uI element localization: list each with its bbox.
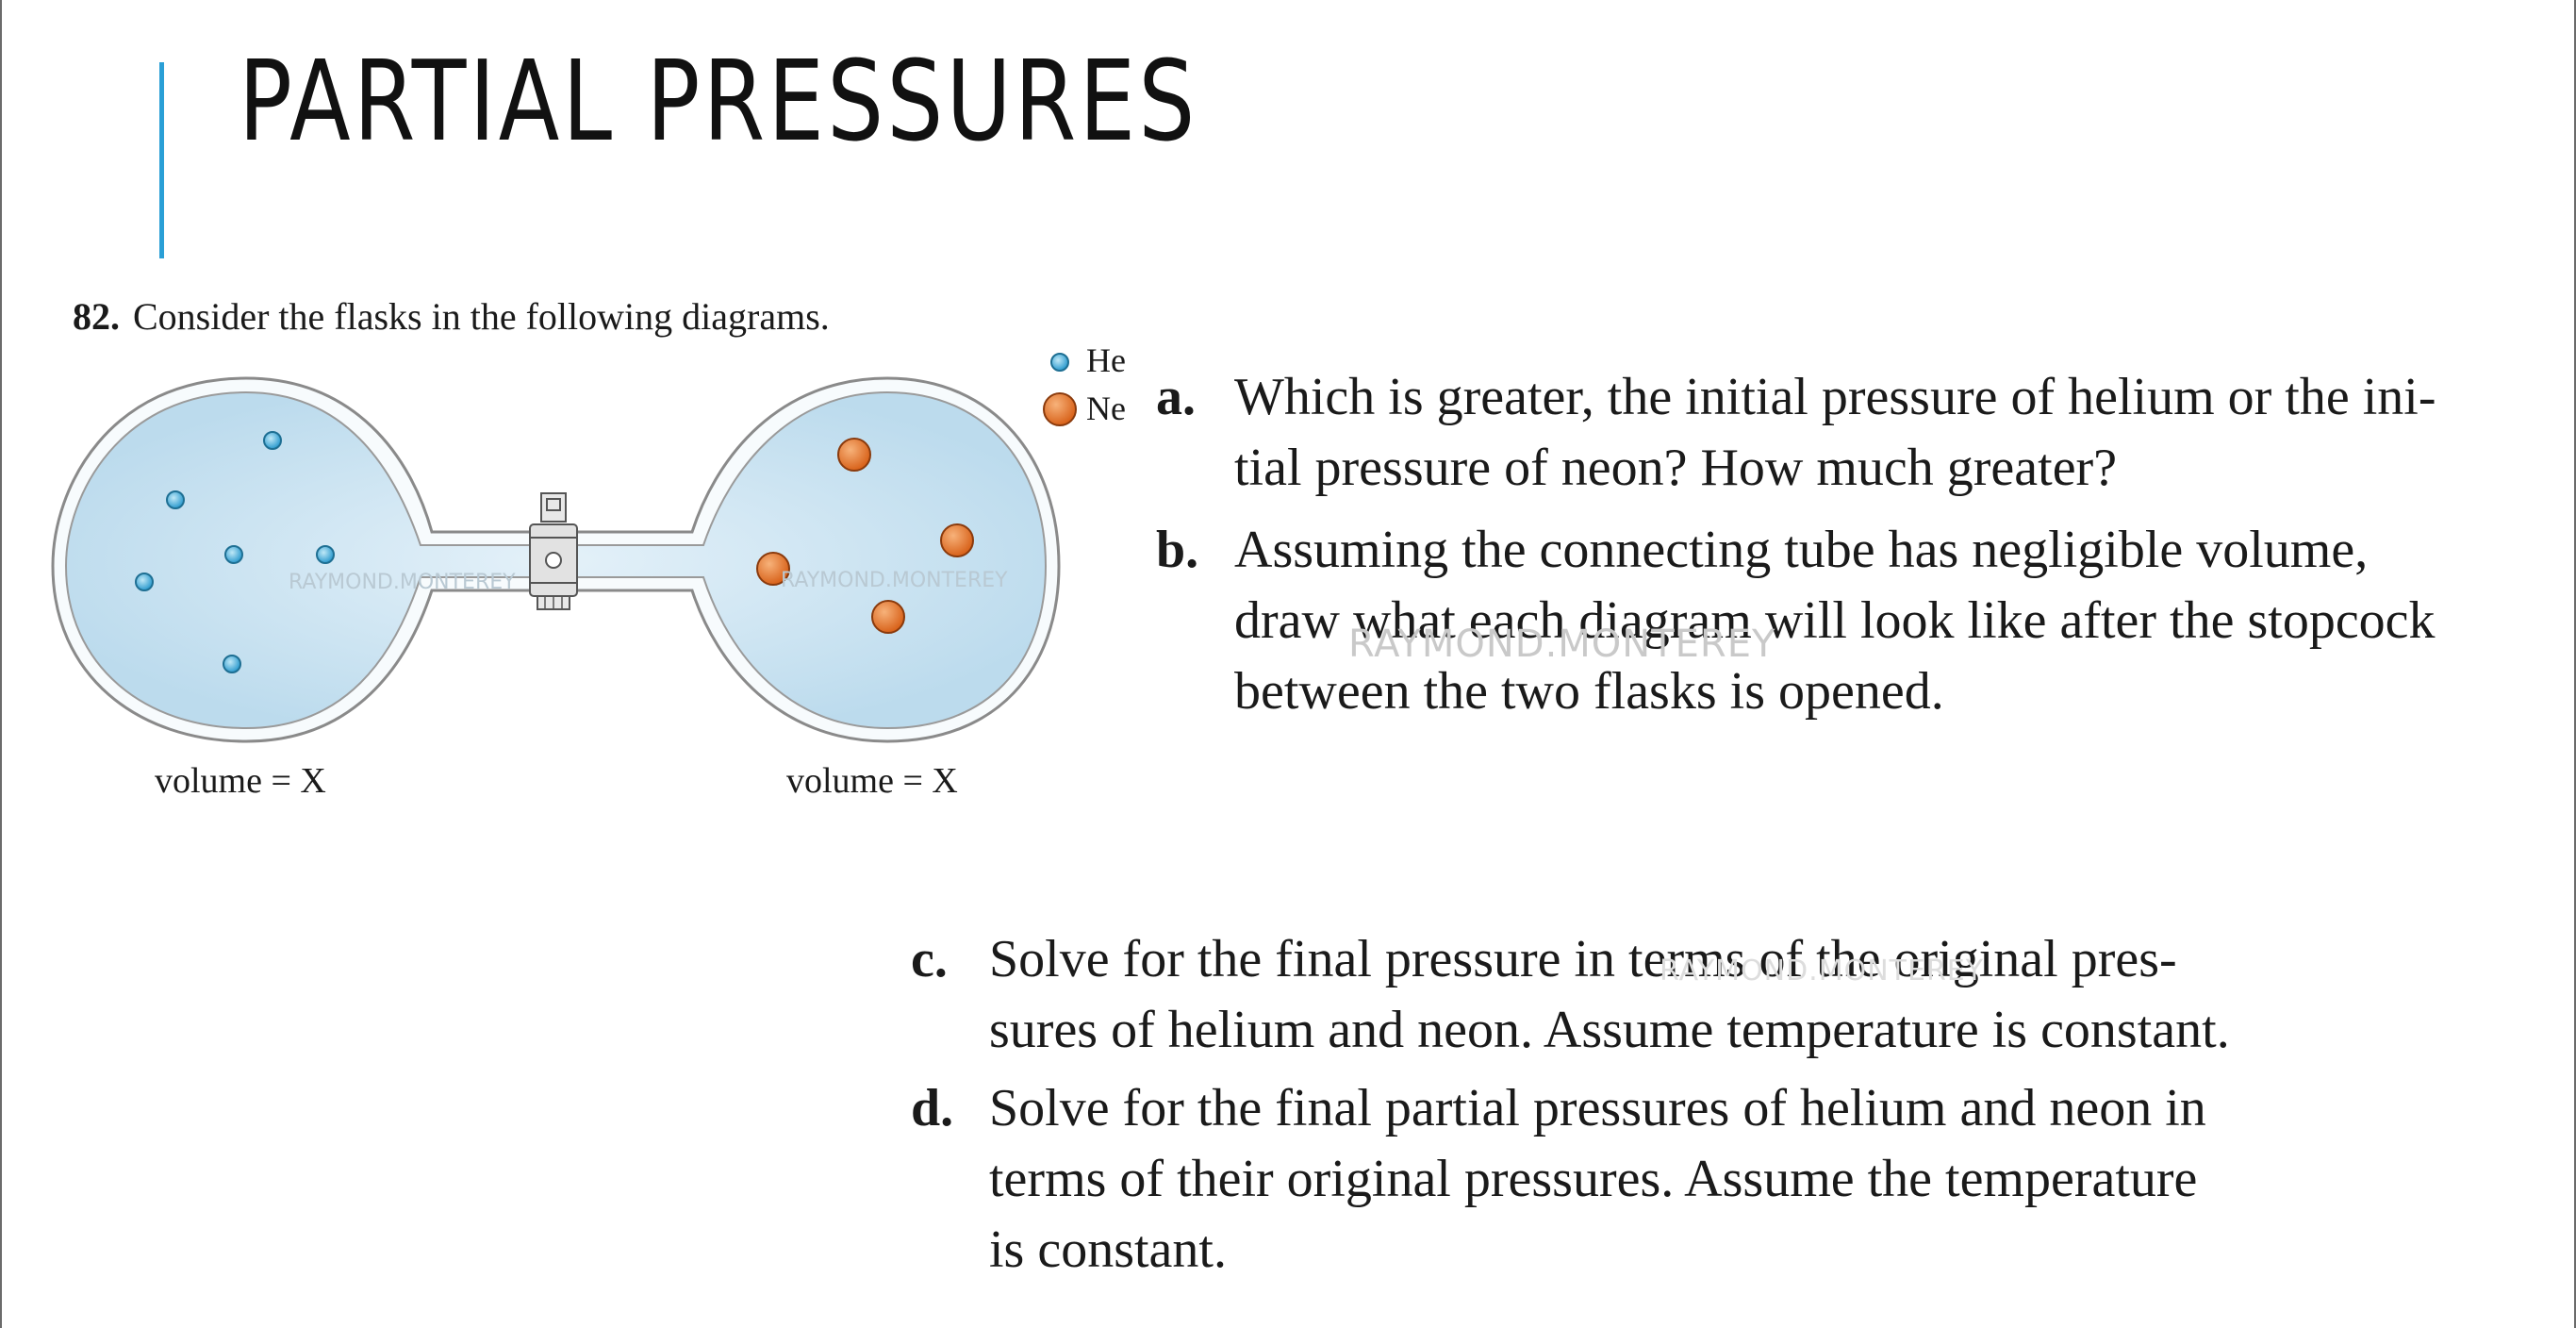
neon-atom xyxy=(871,600,905,634)
helium-atom xyxy=(166,490,185,509)
question-b-line-3: between the two flasks is opened. xyxy=(1234,662,1944,721)
legend-he-label: He xyxy=(1086,341,1126,379)
legend-ne-label: Ne xyxy=(1086,390,1126,427)
slide-border-right xyxy=(2574,0,2576,1328)
question-a-line-1: Which is greater, the initial pressure o… xyxy=(1234,368,2436,426)
neon-atoms xyxy=(756,438,974,634)
helium-atom xyxy=(135,573,154,591)
right-flask-volume-label: volume = X xyxy=(786,761,958,801)
question-c: c. Solve for the final pressure in terms… xyxy=(911,924,2306,1075)
neon-atom xyxy=(837,438,871,472)
watermark-right: RAYMOND.MONTEREY xyxy=(781,569,1008,592)
question-c-line-2: sures of helium and neon. Assume tempera… xyxy=(989,1001,2230,1059)
question-a: a. Which is greater, the initial pressur… xyxy=(1156,362,2542,513)
question-c-text: Solve for the final pressure in terms of… xyxy=(989,924,2230,1066)
helium-atom xyxy=(263,431,282,450)
stopcock-valve xyxy=(529,492,578,610)
legend: He Ne xyxy=(1043,341,1126,427)
watermark-lower: RAYMOND.MONTEREY xyxy=(1660,954,1985,988)
title-accent-bar xyxy=(159,62,164,258)
left-flask-volume-label: volume = X xyxy=(155,761,326,801)
question-a-letter: a. xyxy=(1156,368,1196,426)
watermark-center: RAYMOND.MONTEREY xyxy=(1348,622,1776,666)
problem-intro-text: Consider the flasks in the following dia… xyxy=(133,295,830,338)
neon-atom xyxy=(756,552,790,586)
legend-ne-marker xyxy=(1043,392,1077,426)
watermark-left: RAYMOND.MONTEREY xyxy=(289,571,516,594)
question-b-line-1: Assuming the connecting tube has negligi… xyxy=(1234,521,2369,579)
question-b-text: Assuming the connecting tube has negligi… xyxy=(1234,515,2436,727)
question-c-line-1: Solve for the final pressure in terms of… xyxy=(989,930,2177,988)
helium-atom xyxy=(223,655,241,673)
legend-he-marker xyxy=(1050,353,1069,372)
question-d-text: Solve for the final partial pressures of… xyxy=(989,1073,2206,1286)
helium-atom xyxy=(224,545,243,564)
question-d-line-2: terms of their original pressures. Assum… xyxy=(989,1150,2198,1208)
flask-diagram: RAYMOND.MONTEREY RAYMOND.MONTEREY He Ne xyxy=(51,341,1126,743)
question-a-text: Which is greater, the initial pressure o… xyxy=(1234,362,2436,504)
question-b-line-2: draw what each diagram will look like af… xyxy=(1234,591,2436,650)
question-b-letter: b. xyxy=(1156,521,1199,579)
slide-title: PARTIAL PRESSURES xyxy=(239,36,1198,166)
problem-intro: 82. Consider the flasks in the following … xyxy=(73,294,830,339)
question-c-letter: c. xyxy=(911,930,948,988)
question-b: b. Assuming the connecting tube has negl… xyxy=(1156,515,2551,732)
problem-number: 82. xyxy=(73,295,120,338)
question-d-line-3: is constant. xyxy=(989,1220,1227,1279)
question-d: d. Solve for the final partial pressures… xyxy=(911,1073,2306,1290)
question-d-letter: d. xyxy=(911,1079,954,1137)
slide-border-left xyxy=(0,0,2,1328)
question-a-line-2: tial pressure of neon? How much greater? xyxy=(1234,439,2118,497)
diagram-watermarks: RAYMOND.MONTEREY RAYMOND.MONTEREY xyxy=(289,569,1008,594)
helium-atoms xyxy=(135,431,335,673)
helium-atom xyxy=(316,545,335,564)
question-d-line-1: Solve for the final partial pressures of… xyxy=(989,1079,2206,1137)
neon-atom xyxy=(940,523,974,557)
